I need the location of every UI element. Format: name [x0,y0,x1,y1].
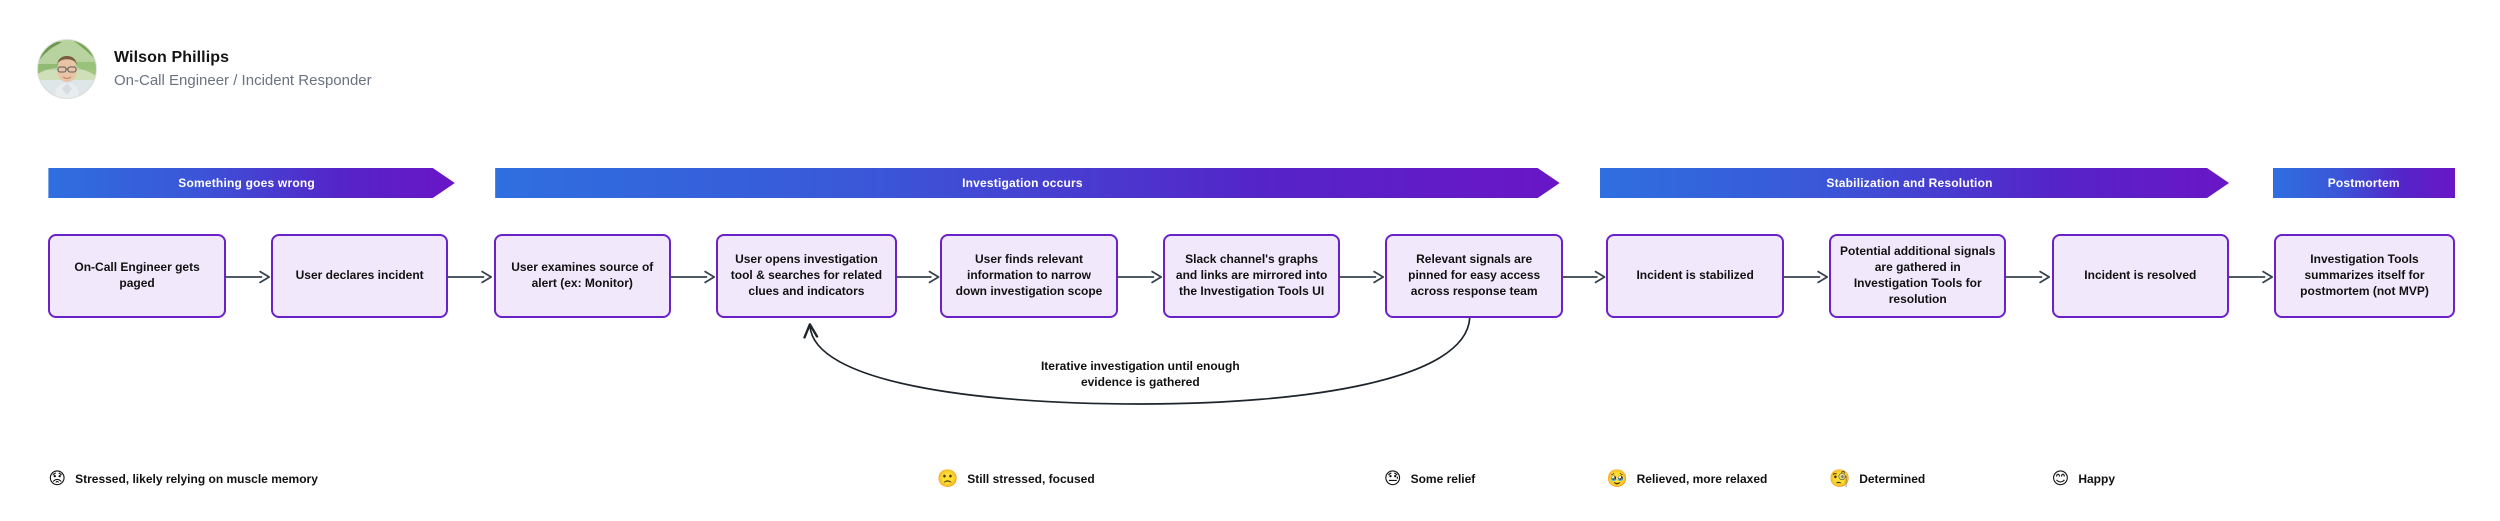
connector-arrow-10 [2229,270,2274,284]
persona-text: Wilson Phillips On-Call Engineer / Incid… [114,48,372,91]
step-card-6[interactable]: Slack channel's graphs and links are mir… [1162,234,1341,318]
iterative-loop-label: Iterative investigation until enough evi… [1010,358,1270,390]
loop-label-line-2: evidence is gathered [1080,375,1200,390]
step-card-label: User finds relevant information to narro… [955,252,1103,298]
step-card-label: User examines source of alert (ex: Monit… [511,260,654,290]
step-card-label: User opens investigation tool & searches… [730,252,883,298]
emotion-marker-1: 😟 Stressed, likely relying on muscle memo… [48,470,318,487]
phase-banner-3: Stabilization and Resolution [1600,168,2229,198]
phase-banner-label: Something goes wrong [178,176,315,190]
emotion-marker-4: 🥹 Relieved, more relaxed [1606,470,1767,487]
connector-arrow-3 [670,270,716,284]
emotion-label: Stressed, likely relying on muscle memor… [75,471,318,486]
anxious-face-with-sweat-icon: 😟 [48,469,67,488]
emotion-label: Still stressed, focused [967,471,1095,486]
connector-arrow-8 [1783,270,1829,284]
step-card-9[interactable]: Potential additional signals are gathere… [1829,234,2007,318]
connector-arrow-4 [896,270,941,284]
connector-arrow-2 [448,270,493,284]
face-with-monocle-icon: 🧐 [1829,469,1851,488]
step-card-4[interactable]: User opens investigation tool & searches… [716,234,897,318]
step-card-label: Slack channel's graphs and links are mir… [1175,252,1328,298]
downcast-face-with-sweat-icon: 😓 [1383,469,1402,488]
step-card-label: Incident is resolved [2084,268,2197,283]
loop-label-line-1: Iterative investigation until enough [1040,359,1240,373]
emotion-label: Relieved, more relaxed [1636,471,1768,486]
emotion-label: Happy [2078,471,2116,486]
emotion-label: Determined [1859,471,1926,486]
connector-arrow-6 [1340,270,1385,284]
face-holding-back-tears-icon: 🥹 [1606,469,1628,488]
emotion-marker-2: 🙁 Still stressed, focused [937,470,1095,487]
emotion-label: Some relief [1410,471,1476,486]
phase-banner-label: Stabilization and Resolution [1826,176,1993,190]
step-card-3[interactable]: User examines source of alert (ex: Monit… [493,234,671,318]
persona-role: On-Call Engineer / Incident Responder [114,71,372,89]
emotion-marker-5: 🧐 Determined [1829,470,1925,487]
step-card-label: User declares incident [295,268,424,283]
connector-arrow-5 [1117,270,1163,284]
step-card-5[interactable]: User finds relevant information to narro… [940,234,1118,318]
emotion-marker-6: 😊 Happy [2052,470,2115,487]
phase-banner-2: Investigation occurs [495,168,1560,198]
phase-banner-4: Postmortem [2272,168,2455,198]
phase-banner-label: Postmortem [2327,176,2400,190]
persona-header: Wilson Phillips On-Call Engineer / Incid… [38,40,372,98]
connector-arrow-9 [2006,270,2051,284]
step-card-label: Potential additional signals are gathere… [1840,244,1996,306]
connector-arrow-1 [225,270,271,284]
avatar [38,40,96,98]
phase-banner-1: Something goes wrong [48,168,454,198]
step-card-2[interactable]: User declares incident [270,234,449,318]
smiling-face-icon: 😊 [2051,469,2070,488]
step-card-label: Incident is stabilized [1636,268,1754,283]
step-card-7[interactable]: Relevant signals are pinned for easy acc… [1385,234,1563,318]
step-card-11[interactable]: Investigation Tools summarizes itself fo… [2274,234,2455,318]
step-card-label: Investigation Tools summarizes itself fo… [2300,252,2429,298]
step-card-label: Relevant signals are pinned for easy acc… [1408,252,1541,298]
connector-arrow-7 [1562,270,1607,284]
persona-name: Wilson Phillips [114,48,230,66]
step-card-label: On-Call Engineer gets paged [74,260,200,290]
step-card-8[interactable]: Incident is stabilized [1606,234,1784,318]
phase-banner-label: Investigation occurs [962,176,1083,190]
emotion-marker-3: 😓 Some relief [1384,470,1475,487]
step-card-10[interactable]: Incident is resolved [2051,234,2230,318]
slightly-frowning-face-icon: 🙁 [937,469,959,488]
step-card-1[interactable]: On-Call Engineer gets paged [48,234,226,318]
